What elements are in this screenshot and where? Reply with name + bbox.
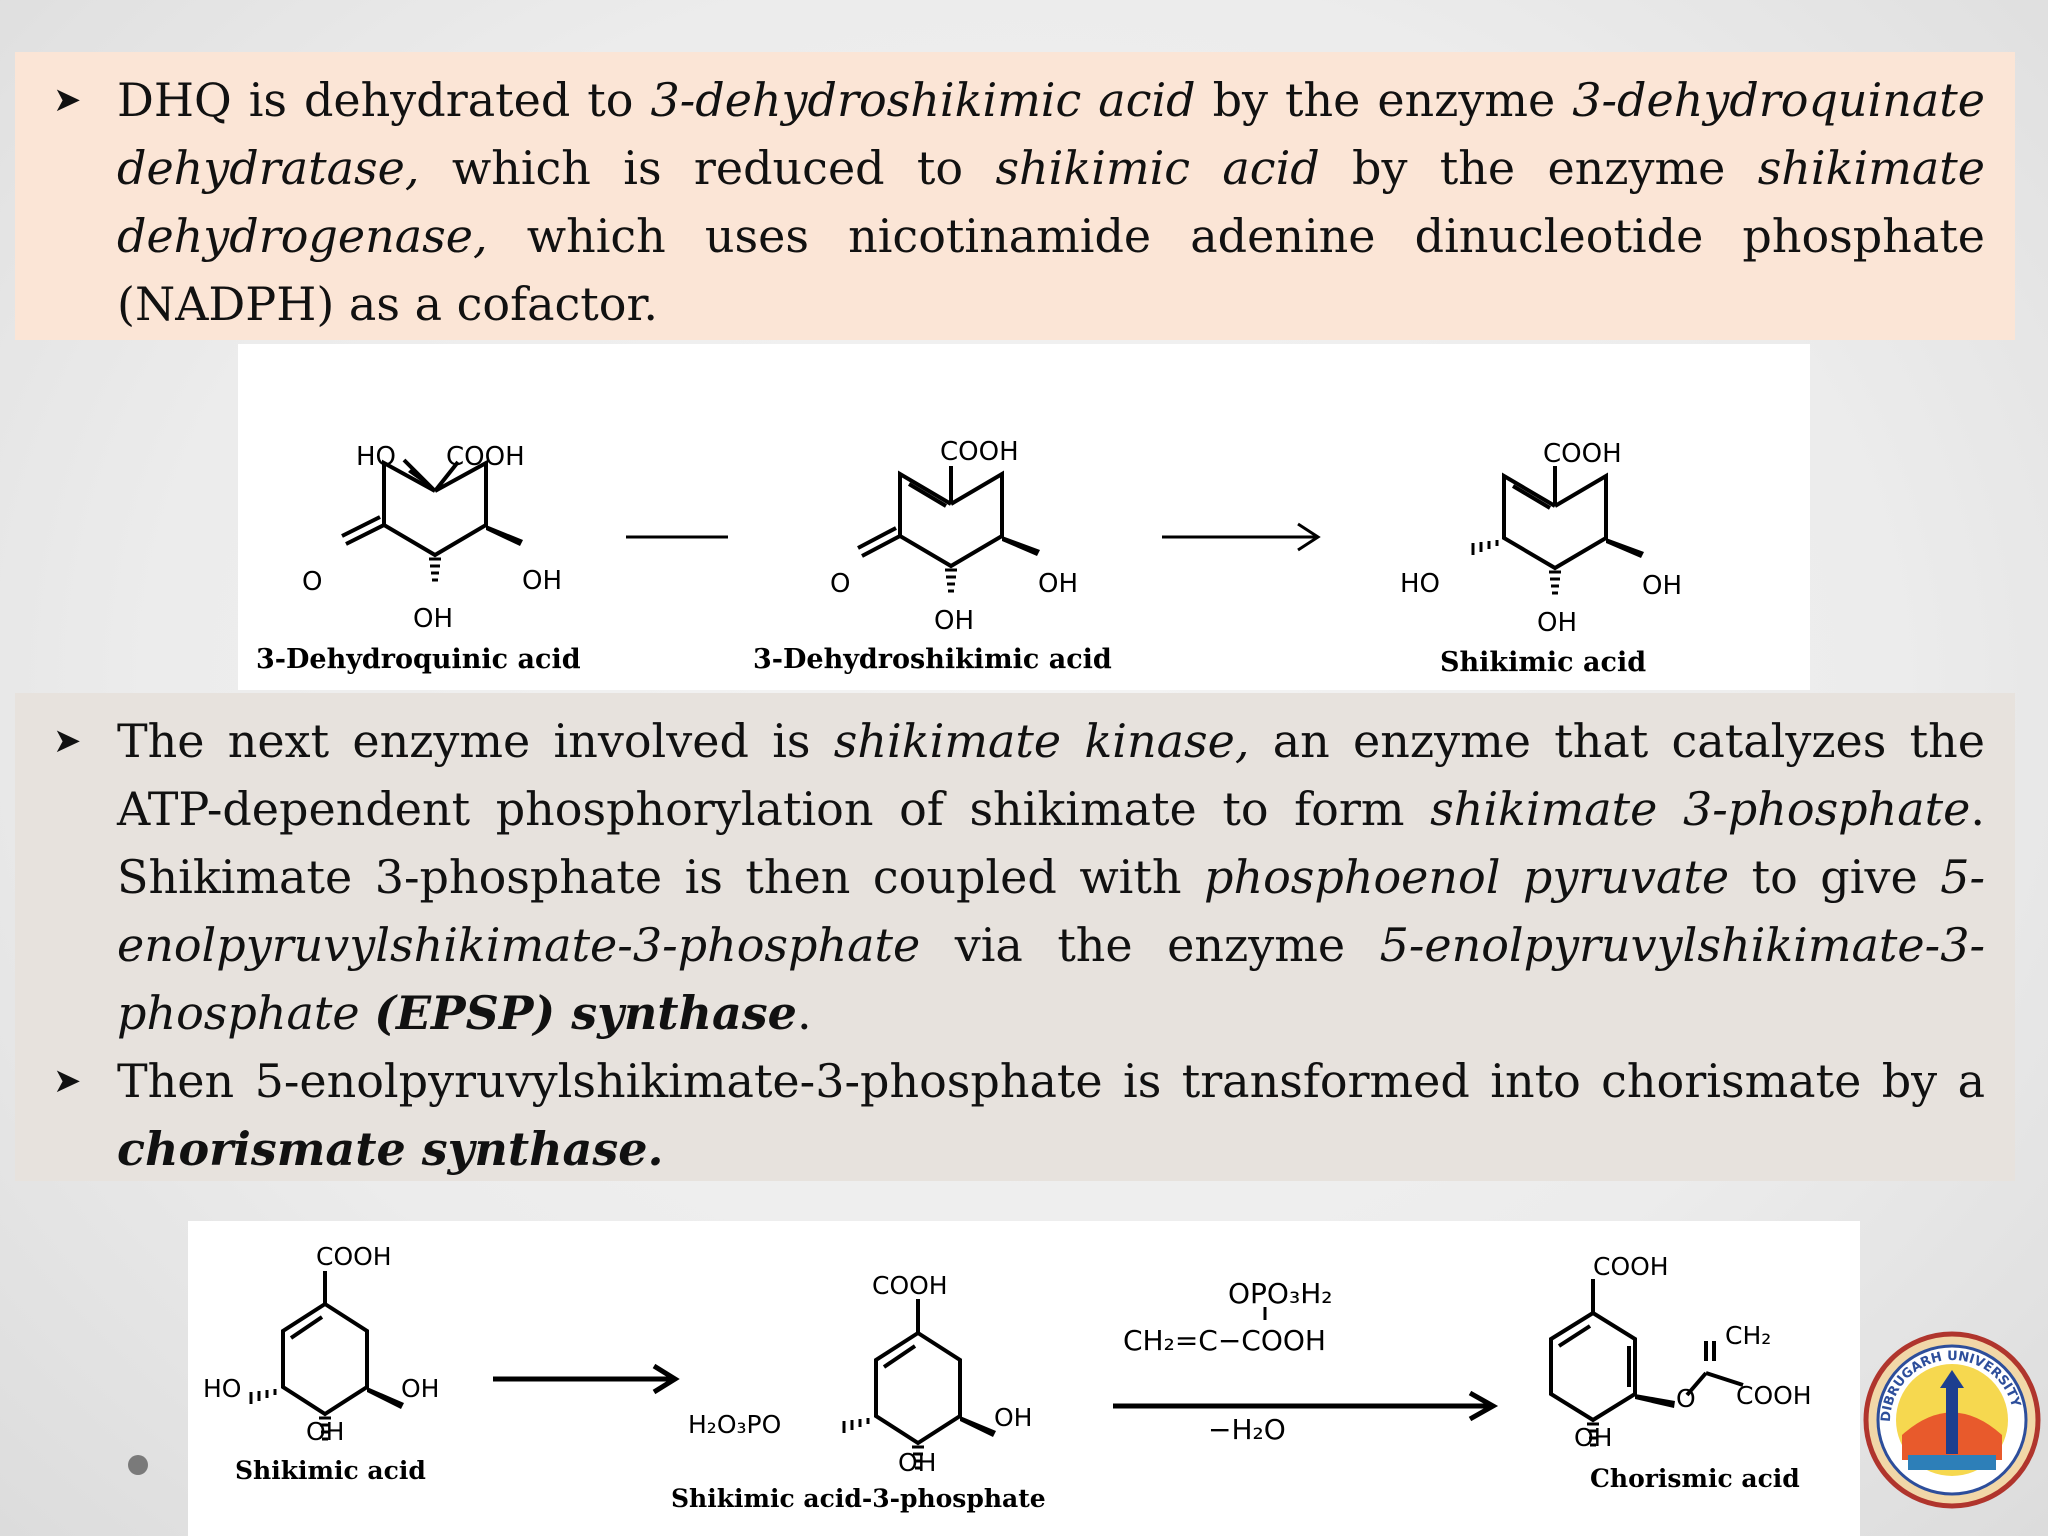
svg-text:OH: OH bbox=[1038, 569, 1078, 599]
svg-text:COOH: COOH bbox=[316, 1242, 392, 1271]
svg-text:OH: OH bbox=[1642, 571, 1682, 601]
svg-text:CH₂: CH₂ bbox=[1725, 1321, 1771, 1350]
enzyme-term-bold: (EPSP) synthase bbox=[374, 986, 797, 1040]
university-logo: DIBRUGARH UNIVERSITY bbox=[1863, 1331, 2041, 1509]
bullet-dhq: ➤ DHQ is dehydrated to 3-dehydroshikimic… bbox=[45, 66, 1985, 338]
text-run: The next enzyme involved is bbox=[117, 714, 834, 768]
scheme-2-drawing: COOH HO OH OH COOH H₂O₃PO OH OH COOH CH₂ COOH O OH… bbox=[203, 1242, 1812, 1513]
bullet-text: DHQ is dehydrated to 3-dehydroshikimic a… bbox=[117, 66, 1985, 338]
text-run: to give bbox=[1729, 850, 1941, 904]
enzyme-term: shikimic acid bbox=[995, 141, 1320, 195]
svg-text:OH: OH bbox=[306, 1417, 344, 1446]
bullet-shikimate-kinase: ➤ The next enzyme involved is shikimate … bbox=[45, 707, 1985, 1047]
svg-text:COOH: COOH bbox=[1593, 1252, 1669, 1281]
enzyme-term: shikimate kinase, bbox=[833, 714, 1250, 768]
svg-text:COOH: COOH bbox=[872, 1271, 948, 1300]
svg-text:OH: OH bbox=[1574, 1423, 1612, 1452]
svg-text:HO: HO bbox=[356, 442, 396, 472]
enzyme-term: shikimate 3-phosphate bbox=[1430, 782, 1971, 836]
text-run: which uses nicotinamide adenine dinucleo… bbox=[117, 209, 1985, 331]
svg-text:OH: OH bbox=[401, 1374, 439, 1403]
text-run: by the enzyme bbox=[1195, 73, 1573, 127]
svg-text:HO: HO bbox=[203, 1374, 241, 1403]
svg-text:H₂O₃PO: H₂O₃PO bbox=[688, 1410, 781, 1439]
arrow-bullet-icon: ➤ bbox=[53, 721, 82, 761]
svg-text:OH: OH bbox=[934, 606, 974, 636]
reagent-water-loss: −H₂O bbox=[1208, 1413, 1286, 1446]
svg-text:HO: HO bbox=[1400, 569, 1440, 599]
slide-bullet-dot bbox=[128, 1455, 148, 1475]
ring-bond bbox=[382, 459, 488, 558]
enzyme-term: 3-dehydroshikimic acid bbox=[650, 73, 1196, 127]
text-run: which is reduced to bbox=[419, 141, 996, 195]
text-box-dehydration: ➤ DHQ is dehydrated to 3-dehydroshikimic… bbox=[15, 52, 2015, 340]
arrow-bullet-icon: ➤ bbox=[53, 1061, 82, 1101]
reagent-phosphate: OPO₃H₂ bbox=[1228, 1277, 1332, 1310]
svg-text:O: O bbox=[302, 567, 322, 597]
svg-text:OH: OH bbox=[898, 1448, 936, 1477]
svg-text:COOH: COOH bbox=[940, 437, 1019, 467]
enzyme-term: 5-enolpyruvylshikimate-3-phosphate bbox=[117, 918, 1985, 1040]
svg-text:OH: OH bbox=[522, 566, 562, 596]
bullet-text: The next enzyme involved is shikimate ki… bbox=[117, 707, 1985, 1047]
svg-text:OH: OH bbox=[413, 604, 453, 634]
label-shikimic-acid-3-phosphate: Shikimic acid-3-phosphate bbox=[671, 1484, 1046, 1513]
arrow-bullet-icon: ➤ bbox=[53, 80, 82, 120]
text-run: via the enzyme bbox=[920, 918, 1380, 972]
scheme-1-drawing: HO COOH O OH OH COOH O OH OH COOH HO OH OH 3-Dehy… bbox=[256, 437, 1682, 678]
svg-text:COOH: COOH bbox=[446, 442, 525, 472]
text-run: . bbox=[796, 986, 812, 1040]
label-3-dehydroshikimic-acid: 3-Dehydroshikimic acid bbox=[753, 644, 1112, 675]
reagent-pep: CH₂=C−COOH bbox=[1123, 1324, 1326, 1357]
svg-text:COOH: COOH bbox=[1543, 439, 1622, 469]
enzyme-term: shikimate dehydrogenase, bbox=[117, 141, 1985, 263]
text-run: an enzyme that catalyzes the ATP-depende… bbox=[117, 714, 1985, 836]
svg-text:COOH: COOH bbox=[1736, 1381, 1812, 1410]
bullet-chorismate: ➤ Then 5-enolpyruvylshikimate-3-phosphat… bbox=[45, 1047, 1985, 1183]
label-chorismic-acid: Chorismic acid bbox=[1590, 1464, 1800, 1493]
label-3-dehydroquinic-acid: 3-Dehydroquinic acid bbox=[256, 644, 581, 675]
enzyme-term-bold: chorismate synthase. bbox=[117, 1122, 664, 1176]
text-run: DHQ is dehydrated to bbox=[117, 73, 651, 127]
svg-text:OH: OH bbox=[1537, 608, 1577, 638]
enzyme-term: 5-enolpyruvylshikimate-3-phosphate bbox=[117, 850, 1985, 972]
reaction-scheme-1: HO COOH O OH OH COOH O OH OH COOH HO OH OH 3-Dehy… bbox=[238, 344, 1810, 690]
label-shikimic-acid: Shikimic acid bbox=[1440, 647, 1646, 678]
text-run: . Shikimate 3-phosphate is then coupled … bbox=[117, 782, 1986, 904]
svg-text:O: O bbox=[1676, 1384, 1696, 1413]
text-run: Then 5-enolpyruvylshikimate-3-phosphate … bbox=[117, 1054, 1985, 1108]
bullet-text: Then 5-enolpyruvylshikimate-3-phosphate … bbox=[117, 1047, 1985, 1183]
text-run: by the enzyme bbox=[1319, 141, 1758, 195]
label-shikimic-acid: Shikimic acid bbox=[235, 1456, 426, 1485]
enzyme-term: phosphoenol pyruvate bbox=[1204, 850, 1730, 904]
svg-text:O: O bbox=[830, 569, 850, 599]
reaction-scheme-2: COOH HO OH OH COOH H₂O₃PO OH OH COOH CH₂ COOH O OH… bbox=[188, 1221, 1860, 1536]
text-box-kinase: ➤ The next enzyme involved is shikimate … bbox=[15, 693, 2015, 1181]
enzyme-term: 3-dehydroquinate dehydratase, bbox=[117, 73, 1985, 195]
svg-text:OH: OH bbox=[994, 1403, 1032, 1432]
